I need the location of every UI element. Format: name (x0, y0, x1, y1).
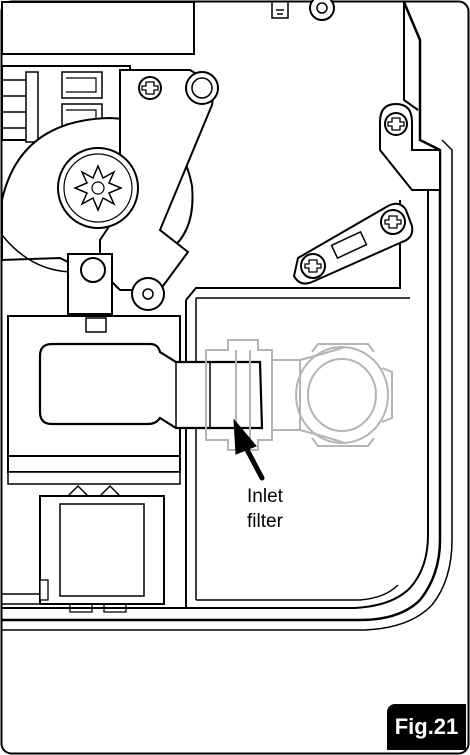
top-block (1, 1, 195, 55)
housing-top-edge (403, 2, 419, 111)
screw-strap-right (380, 209, 406, 235)
callout-arrowhead (233, 418, 257, 455)
top-earth-symbol (271, 2, 289, 19)
callout-line-1: Inlet (247, 486, 283, 507)
bottom-curved-wall (196, 584, 399, 601)
screw-bracket (384, 112, 408, 136)
inlet-filter-ghost (205, 339, 393, 451)
inlet-filter-callout: Inlet filter (247, 484, 283, 534)
internal-divider-wall (185, 200, 401, 608)
figure-number-badge: Fig.21 (387, 704, 466, 750)
housing-shell-outer (2, 1, 442, 622)
screw-top (138, 76, 162, 100)
callout-line-2: filter (247, 511, 283, 532)
internal-divider-wall-inner (195, 297, 410, 600)
pivot-pin (185, 71, 219, 105)
screw-strap-left (300, 253, 326, 279)
gear-star (73, 164, 123, 212)
housing-shell-inner (2, 155, 429, 609)
top-connector-ring (309, 0, 335, 21)
valve-band (7, 455, 181, 473)
housing-shell-rim (2, 139, 453, 631)
